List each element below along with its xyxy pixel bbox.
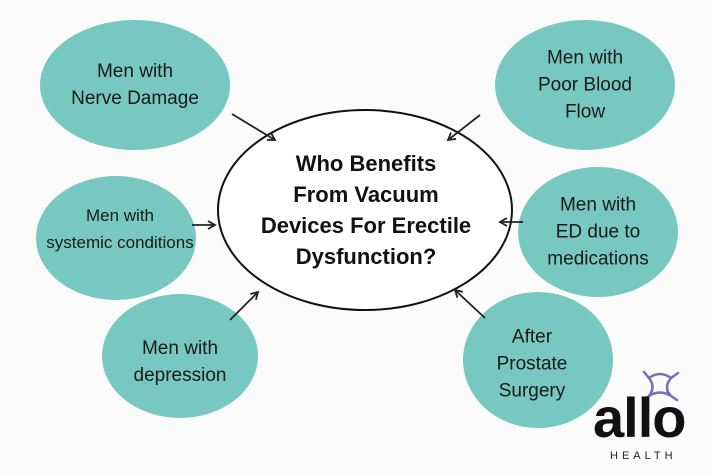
node-depression — [102, 294, 258, 418]
node-medications — [518, 167, 678, 297]
arrow-6 — [453, 288, 486, 319]
logo-wordmark: allo — [593, 386, 686, 449]
node-label-depression: Men with depression — [133, 338, 227, 386]
node-label-nerve-damage: Men with Nerve Damage — [71, 61, 199, 109]
center-title: Who Benefits From Vacuum Devices For Ere… — [260, 151, 472, 269]
arrow-5 — [229, 290, 260, 321]
node-label-medications: Men with ED due to medications — [547, 194, 649, 270]
node-systemic-conditions — [36, 176, 196, 300]
center-ellipse — [217, 109, 513, 311]
node-label-poor-blood-flow: Men with Poor Blood Flow — [537, 47, 632, 123]
logo-subtitle: HEALTH — [610, 450, 677, 462]
arrow-1 — [231, 113, 277, 141]
node-poor-blood-flow — [495, 20, 675, 150]
node-label-prostate-surgery: After Prostate Surgery — [496, 326, 568, 402]
node-nerve-damage — [40, 20, 230, 150]
node-prostate-surgery — [463, 292, 613, 428]
arrow-2 — [446, 114, 481, 142]
node-label-systemic-conditions: Men with systemic conditions — [46, 206, 194, 252]
logo-mark-icon — [641, 370, 680, 402]
